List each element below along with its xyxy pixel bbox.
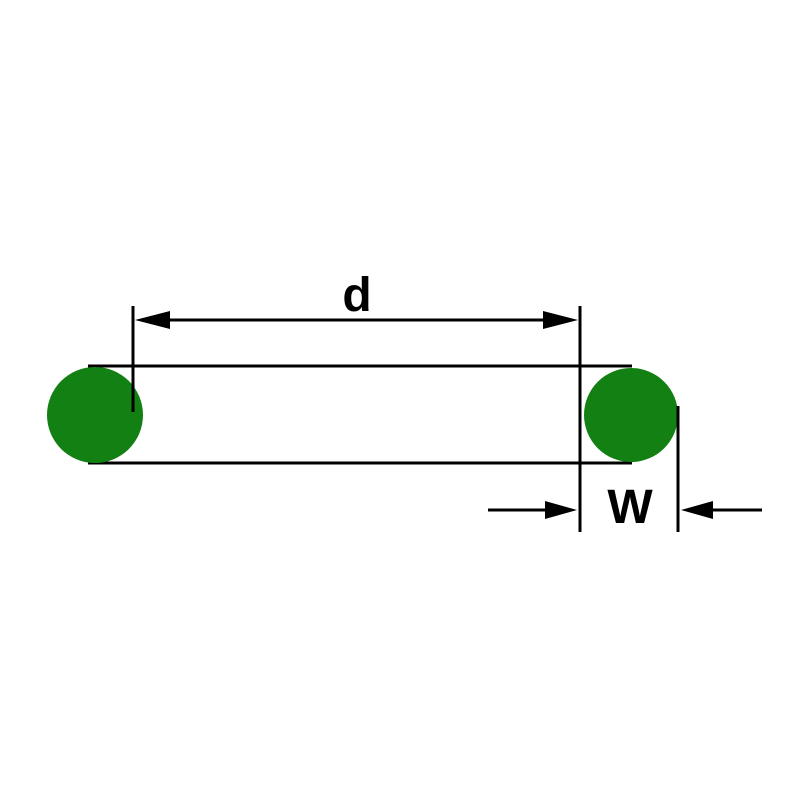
oring-left-cross-section [47, 367, 143, 463]
d-label: d [342, 269, 371, 322]
oring-right-cross-section [584, 368, 678, 462]
d-arrowhead-right-icon [543, 311, 578, 329]
w-arrowhead-right-icon [681, 501, 713, 519]
w-arrowhead-left-icon [545, 501, 577, 519]
dimension-d: d [131, 269, 582, 532]
dimension-w: W [488, 406, 762, 534]
d-arrowhead-left-icon [135, 311, 170, 329]
w-label: W [607, 481, 653, 534]
oring-body [47, 364, 678, 465]
